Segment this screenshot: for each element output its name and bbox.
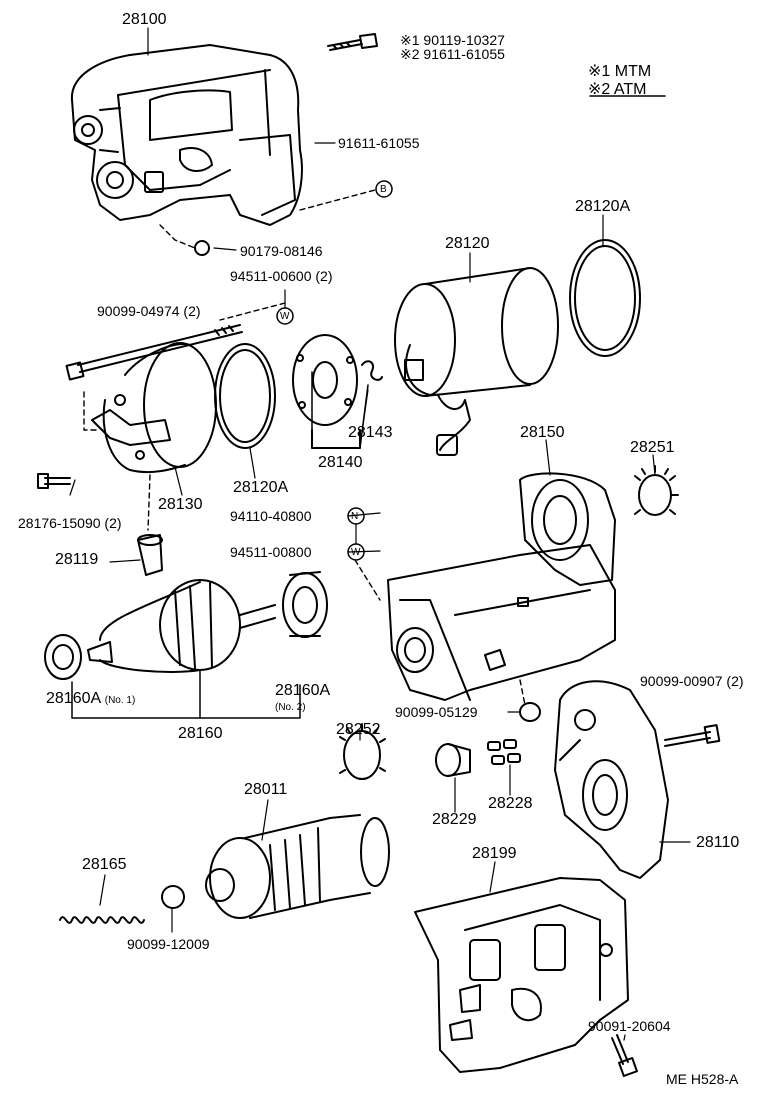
- label-28160: 28160: [178, 725, 223, 742]
- screw-28176-drawing: [37, 473, 71, 489]
- label-28100: 28100: [122, 11, 167, 28]
- label-leaders: [69, 27, 691, 1041]
- marker-w-upper: W: [280, 311, 290, 322]
- label-28160A-no2-sub: (No. 2): [275, 702, 306, 713]
- label-28110: 28110: [696, 834, 740, 851]
- label-90091-20604: 90091-20604: [588, 1018, 671, 1034]
- label-28252: 28252: [336, 721, 381, 738]
- bolt-90091-20604-drawing: [611, 1034, 638, 1077]
- label-28120A-lower: 28120A: [233, 479, 289, 496]
- label-94110-40800: 94110-40800: [230, 508, 312, 524]
- label-28160A-no2: 28160A: [275, 682, 331, 699]
- end-frame-28130-drawing: [91, 342, 217, 474]
- label-bolt-atm: ※2 91611-61055: [400, 46, 505, 62]
- label-28011: 28011: [244, 781, 288, 798]
- bearing-28160A-no1-drawing: [44, 634, 82, 680]
- legend-text-mtm: MTM: [614, 63, 652, 80]
- legend-text-atm: ATM: [613, 81, 647, 98]
- starter-assembly-28100-drawing: [70, 44, 303, 226]
- ball-90099-12009-drawing: [161, 885, 185, 909]
- bearing-28160A-no2-drawing: [282, 571, 328, 638]
- spring-28143-drawing: [361, 360, 383, 381]
- label-94511-00600: 94511-00600 (2): [230, 268, 333, 284]
- gear-28252-drawing: [339, 723, 386, 780]
- label-bolt-mtm: ※1 90119-10327: [400, 32, 505, 48]
- nut-90099-05129-drawing: [519, 702, 541, 722]
- bolt-90099-00907-drawing: [664, 724, 721, 747]
- marker-w-lower: W: [351, 547, 361, 558]
- label-28160A-no1: 28160A (No. 1): [46, 691, 135, 709]
- label-28150: 28150: [520, 424, 565, 441]
- marker-b: B: [380, 184, 387, 195]
- legend-mark-2: ※2: [588, 81, 611, 98]
- housing-28110-drawing: [554, 680, 669, 879]
- label-28143: 28143: [348, 424, 393, 441]
- label-28140: 28140: [318, 454, 363, 471]
- bracket-28160: [71, 669, 301, 719]
- label-28130: 28130: [158, 496, 203, 513]
- label-28160A-no1-code: 28160A: [46, 690, 101, 707]
- legend-line-atm: ※2 ATM: [588, 80, 646, 99]
- label-90099-00907: 90099-00907 (2): [640, 673, 744, 689]
- label-94511-00800: 94511-00800: [230, 544, 312, 560]
- figure-code: ME H528-A: [666, 1071, 739, 1087]
- label-28251: 28251: [630, 439, 675, 456]
- spring-28165-drawing: [59, 916, 145, 924]
- label-28229: 28229: [432, 811, 477, 828]
- label-28165: 28165: [82, 856, 127, 873]
- ring-28120A-upper-inner: [574, 245, 636, 351]
- label-90099-05129: 90099-05129: [395, 704, 478, 720]
- gear-28251-drawing: [634, 465, 679, 516]
- label-28176-15090: 28176-15090 (2): [18, 515, 122, 531]
- clutch-28011-drawing: [205, 814, 390, 919]
- label-28119: 28119: [55, 551, 99, 568]
- armature-28160-drawing: [87, 579, 276, 673]
- label-90179-08146: 90179-08146: [240, 243, 323, 259]
- part-28229-drawing: [435, 743, 471, 777]
- label-28228: 28228: [488, 795, 533, 812]
- yoke-28120-drawing: [394, 267, 559, 456]
- label-28120: 28120: [445, 235, 490, 252]
- label-90099-04974: 90099-04974 (2): [97, 303, 201, 319]
- ring-28120A-upper-drawing: [569, 239, 641, 357]
- housing-28150-drawing: [387, 472, 616, 701]
- plug-28119-drawing: [137, 534, 163, 576]
- label-91611-61055: 91611-61055: [338, 135, 420, 151]
- ring-28120A-lower-inner: [219, 349, 271, 443]
- ring-28120A-lower-drawing: [214, 343, 276, 449]
- leader-lines: [83, 189, 526, 706]
- cover-28199-drawing: [414, 877, 629, 1073]
- nut-90179-drawing: [194, 240, 210, 256]
- label-28160A-no1-sub: (No. 1): [104, 695, 136, 706]
- label-28199: 28199: [472, 845, 517, 862]
- legend-line-mtm: ※1 MTM: [588, 62, 651, 81]
- part-28228-drawing: [487, 739, 521, 765]
- label-28120A-upper: 28120A: [575, 198, 631, 215]
- label-90099-12009: 90099-12009: [127, 936, 210, 952]
- legend-mark-1: ※1: [588, 63, 611, 80]
- marker-n: N: [351, 511, 359, 522]
- bolt-90119-drawing: [327, 33, 378, 51]
